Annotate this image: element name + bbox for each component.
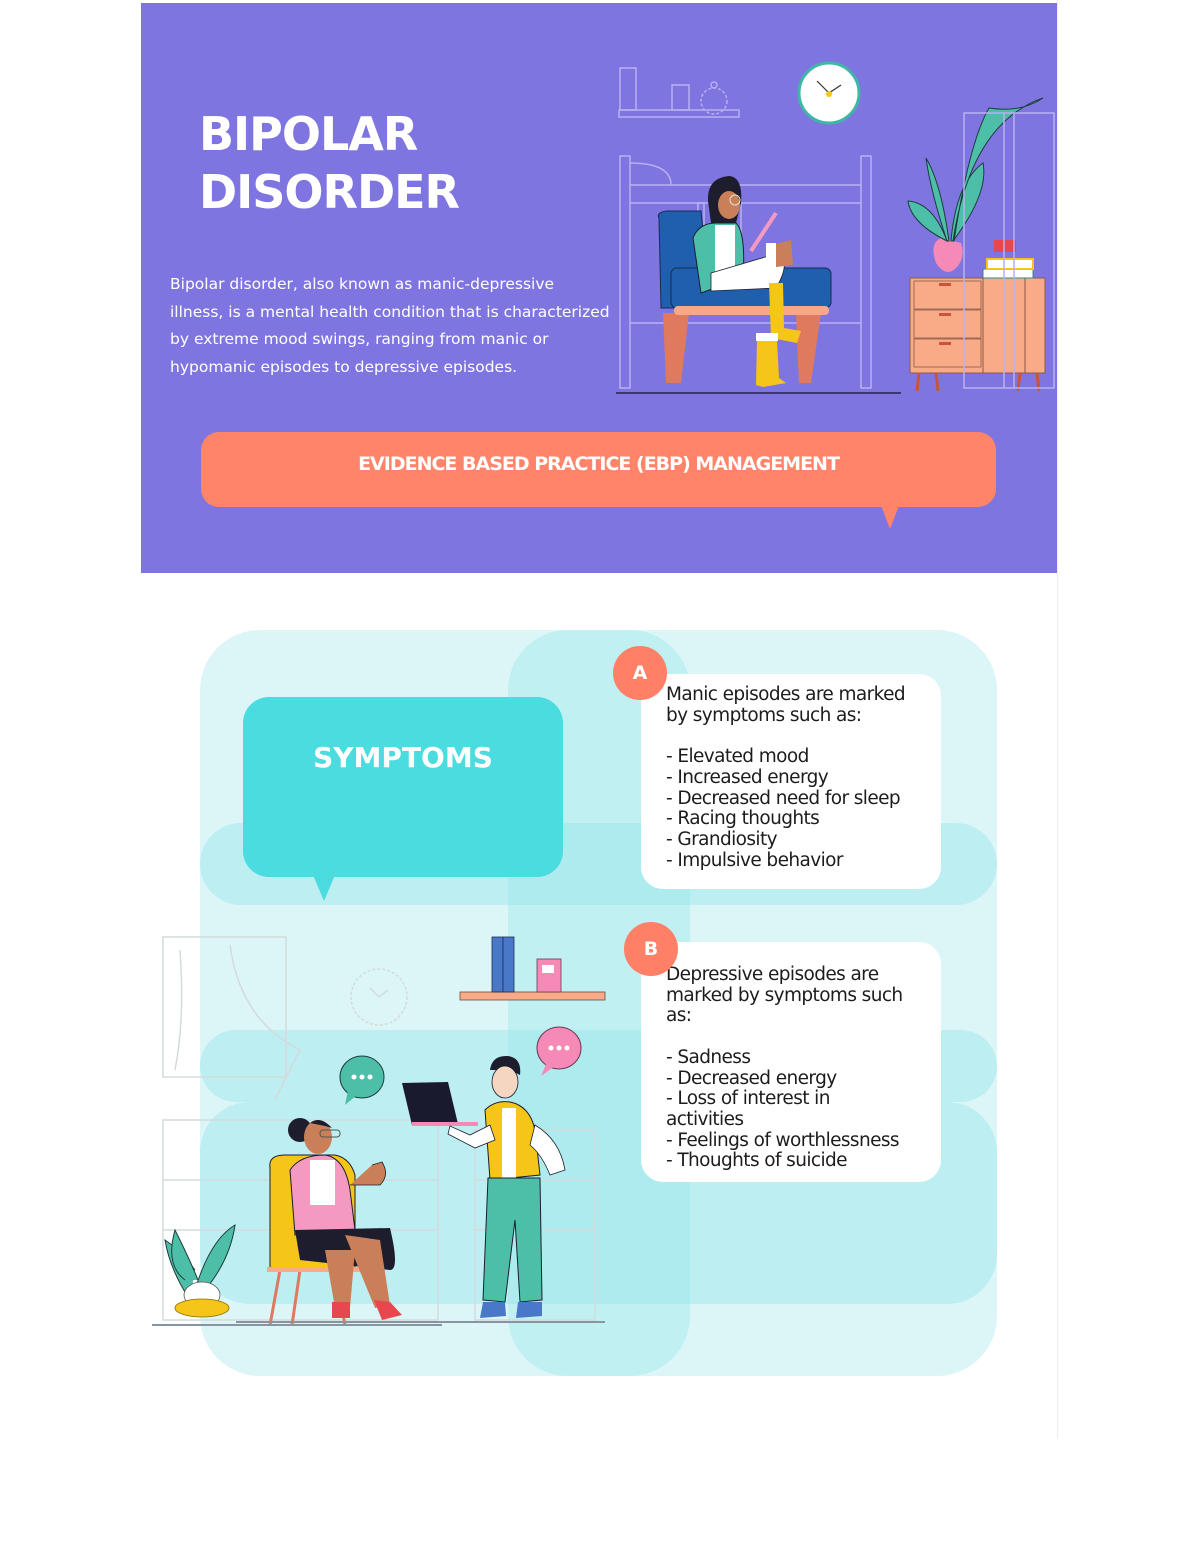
ebp-management-banner: EVIDENCE BASED PRACTICE (EBP) MANAGEMENT — [201, 432, 996, 507]
armchair-icon — [657, 210, 832, 383]
depressive-symptoms-card: Depressive episodes are marked by sympto… — [641, 942, 941, 1182]
chat-bubble-pink-icon — [536, 1026, 582, 1076]
window-outline-icon — [162, 936, 302, 1101]
wardrobe-outline-icon — [963, 112, 1055, 389]
wall-clock-icon — [797, 61, 861, 125]
description-text: Bipolar disorder, also known as manic-de… — [170, 275, 610, 376]
page-title: BIPOLAR DISORDER — [199, 105, 460, 221]
badge-a: A — [613, 646, 667, 700]
title-line-1: BIPOLAR — [199, 107, 418, 161]
therapy-conversation-illustration — [152, 936, 606, 1326]
standing-man-icon — [447, 1055, 566, 1318]
faded-clock-icon — [350, 968, 408, 1026]
laptop-icon — [402, 1082, 478, 1126]
badge-b: B — [624, 922, 678, 976]
wall-shelf-outline-icon — [618, 67, 740, 118]
title-line-2: DISORDER — [199, 165, 460, 219]
depressive-symptoms-text: Depressive episodes are marked by sympto… — [666, 964, 903, 1172]
wall-shelf-icon — [459, 936, 606, 1001]
books-and-cup-icon — [982, 240, 1034, 279]
hero-section: BIPOLAR DISORDER Bipolar disorder, also … — [141, 3, 1057, 573]
dresser-icon — [909, 277, 1046, 392]
woman-figure-icon — [692, 176, 801, 387]
potted-plant-icon — [907, 97, 1044, 272]
page-edge — [1057, 0, 1058, 1438]
banner-speech-tail — [880, 503, 900, 529]
seated-woman-icon — [288, 1118, 402, 1320]
chat-bubble-green-icon — [339, 1055, 385, 1105]
ebp-banner-label: EVIDENCE BASED PRACTICE (EBP) MANAGEMENT — [358, 452, 840, 475]
symptoms-speech-tail — [313, 875, 335, 901]
woman-reading-illustration — [616, 61, 1055, 394]
manic-symptoms-text: Manic episodes are marked by symptoms su… — [666, 684, 906, 871]
symptoms-heading-bubble: SYMPTOMS — [243, 697, 563, 877]
manic-symptoms-card: Manic episodes are marked by symptoms su… — [641, 674, 941, 889]
symptoms-heading: SYMPTOMS — [313, 741, 493, 774]
floor-plant-icon — [164, 1224, 236, 1318]
